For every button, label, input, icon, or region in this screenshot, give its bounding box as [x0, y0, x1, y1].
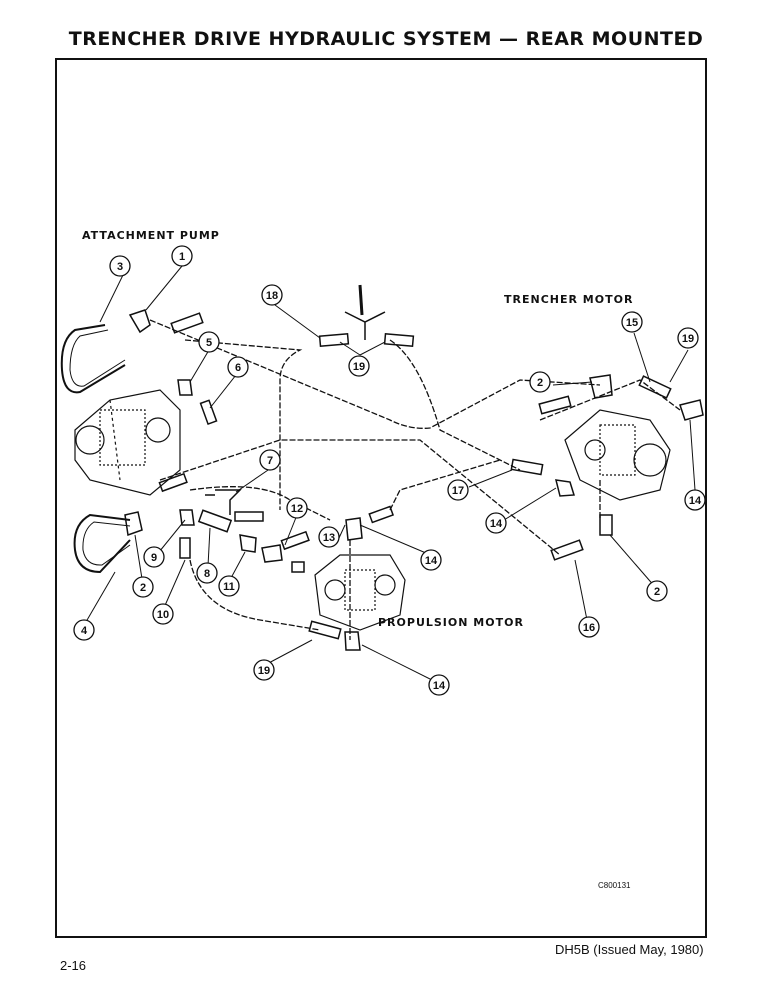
callout-16: 16: [578, 616, 600, 638]
callout-14c: 14: [420, 549, 442, 571]
svg-text:19: 19: [258, 665, 270, 677]
svg-text:17: 17: [452, 485, 464, 497]
hose-line: [149, 319, 601, 429]
svg-text:12: 12: [291, 503, 303, 515]
callout-19c: 19: [253, 659, 275, 681]
svg-text:14: 14: [425, 555, 438, 567]
svg-text:10: 10: [157, 609, 169, 621]
svg-text:13: 13: [323, 532, 335, 544]
callout-2a: 2: [529, 371, 551, 393]
svg-text:14: 14: [433, 680, 446, 692]
callout-2c: 2: [646, 580, 668, 602]
svg-text:6: 6: [235, 362, 241, 374]
hose-fitting: [158, 312, 672, 640]
page-number: 2-16: [60, 958, 87, 973]
callout-3: 3: [109, 255, 131, 277]
callout-6: 6: [227, 356, 249, 378]
diagram-frame: [55, 58, 707, 938]
callout-4: 4: [73, 619, 95, 641]
svg-text:15: 15: [626, 317, 638, 329]
svg-text:18: 18: [266, 290, 278, 302]
svg-text:14: 14: [689, 495, 702, 507]
label-propulsion-motor: PROPULSION MOTOR: [378, 616, 524, 629]
label-attachment-pump: ATTACHMENT PUMP: [82, 229, 220, 242]
svg-text:3: 3: [117, 261, 123, 273]
figure-code: C800131: [598, 881, 631, 890]
label-trencher-motor: TRENCHER MOTOR: [504, 293, 633, 306]
callout-13: 13: [318, 526, 340, 548]
callout-19b: 19: [677, 327, 699, 349]
svg-text:19: 19: [353, 361, 365, 373]
svg-text:9: 9: [151, 552, 157, 564]
callout-15: 15: [621, 311, 643, 333]
elbow-fitting: [124, 284, 704, 651]
svg-text:2: 2: [654, 586, 660, 598]
document-id: DH5B (Issued May, 1980): [555, 942, 704, 957]
callout-8: 8: [196, 562, 218, 584]
callout-17: 17: [447, 479, 469, 501]
svg-text:4: 4: [81, 625, 88, 637]
tube-4: [73, 513, 131, 574]
hose-line: [189, 486, 331, 521]
svg-text:16: 16: [583, 622, 595, 634]
svg-text:19: 19: [682, 333, 694, 345]
callout-11: 11: [218, 575, 240, 597]
svg-text:1: 1: [179, 251, 185, 263]
callout-14d: 14: [428, 674, 450, 696]
hose-line: [189, 559, 321, 631]
callout-12: 12: [286, 497, 308, 519]
callout-18: 18: [261, 284, 283, 306]
tube-4: [82, 521, 131, 566]
svg-text:11: 11: [223, 581, 235, 593]
hose-line: [184, 339, 303, 510]
svg-text:8: 8: [204, 568, 210, 580]
hose-line: [389, 339, 521, 471]
trencher-motor-body: [564, 409, 671, 501]
svg-text:2: 2: [537, 377, 543, 389]
attachment-pump-body: [74, 389, 181, 496]
tube-3: [60, 324, 126, 394]
svg-text:7: 7: [267, 455, 273, 467]
hose-line: [159, 439, 561, 556]
callout-9: 9: [143, 546, 165, 568]
svg-text:2: 2: [140, 582, 146, 594]
svg-text:5: 5: [206, 337, 212, 349]
callout-10: 10: [152, 603, 174, 625]
hose-line: [389, 459, 501, 511]
callout-14b: 14: [485, 512, 507, 534]
callout-2b: 2: [132, 576, 154, 598]
svg-text:14: 14: [490, 518, 503, 530]
callout-5: 5: [198, 331, 220, 353]
hose-line: [539, 379, 681, 421]
callout-1: 1: [171, 245, 193, 267]
callout-14a: 14: [684, 489, 706, 511]
callout-7: 7: [259, 449, 281, 471]
propulsion-motor-body: [314, 554, 406, 631]
callout-19: 19: [348, 355, 370, 377]
tube-3: [69, 329, 126, 387]
page-title: TRENCHER DRIVE HYDRAULIC SYSTEM — REAR M…: [68, 28, 704, 50]
